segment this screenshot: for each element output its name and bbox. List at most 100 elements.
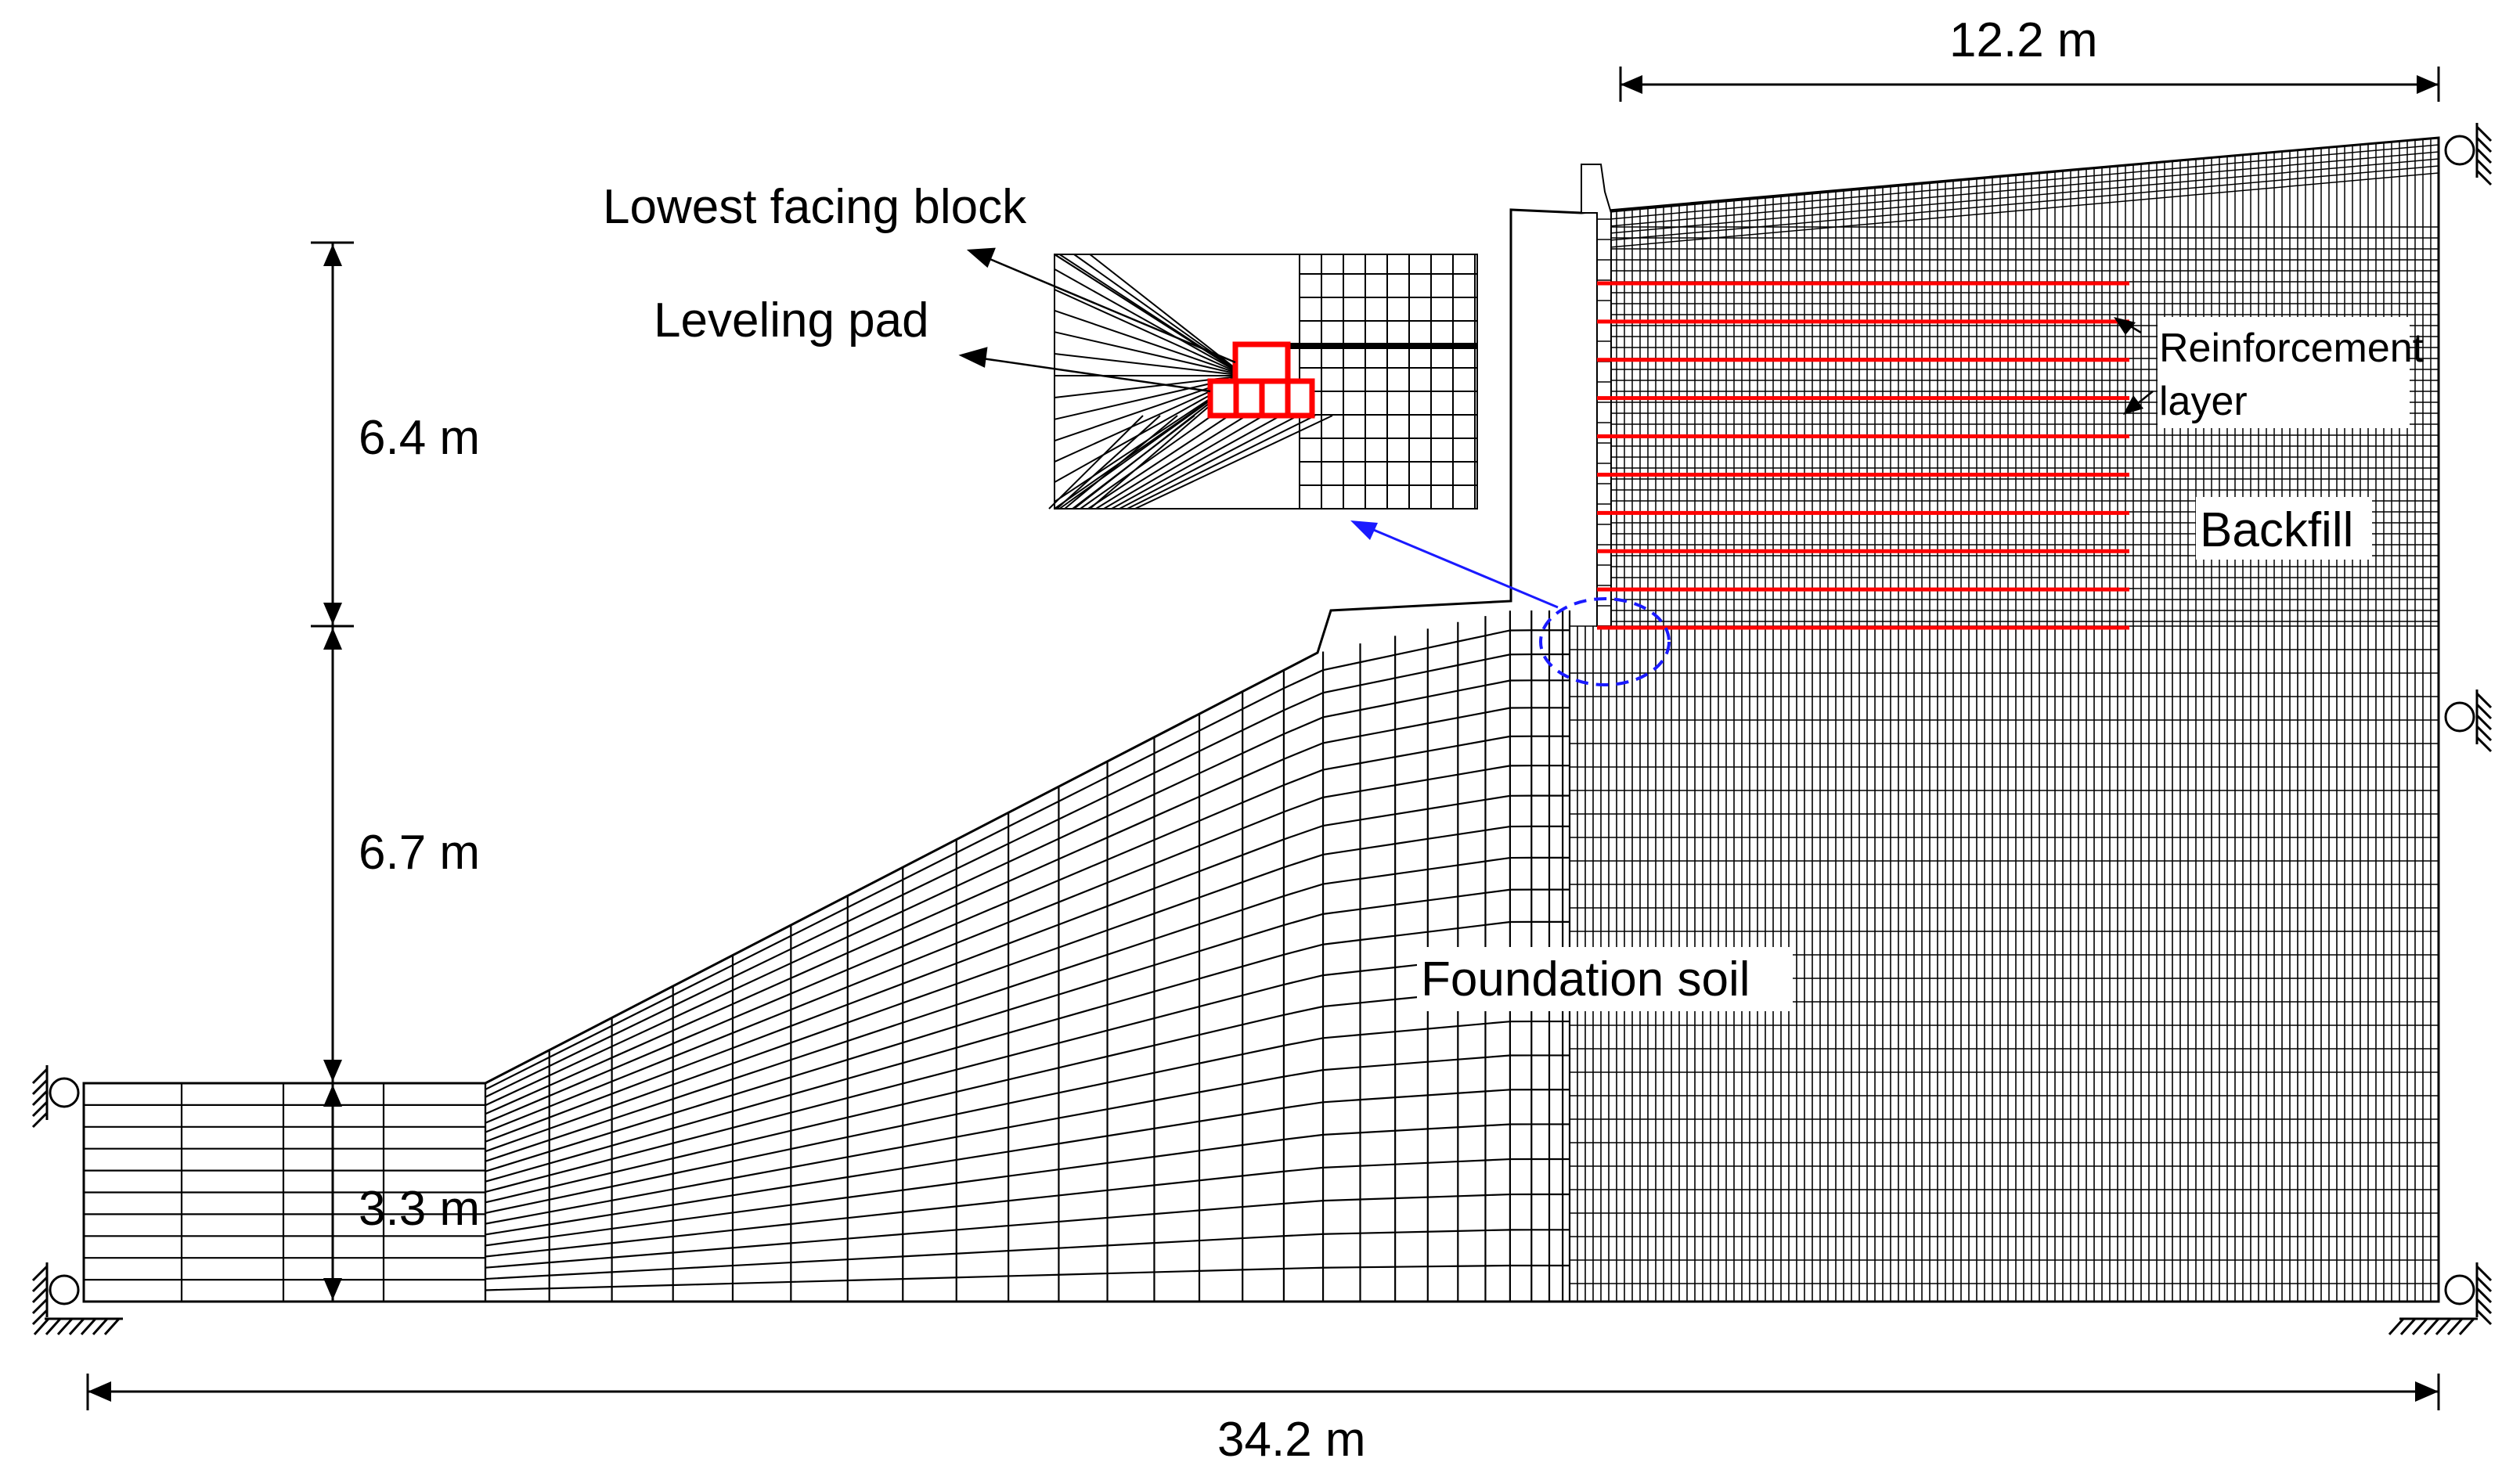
left-upper-roller-hatch bbox=[31, 1089, 49, 1107]
inset-mesh-line bbox=[1119, 415, 1299, 510]
left-lower-roller-hatch bbox=[31, 1298, 49, 1315]
inset-leveling-pad bbox=[1207, 378, 1315, 419]
dimension-total-width bbox=[86, 1374, 2440, 1410]
mesh-line bbox=[485, 629, 1570, 1090]
mesh-line bbox=[485, 653, 1570, 1098]
left-upper-roller-hatch bbox=[31, 1100, 49, 1118]
right-lower-roller-hatch bbox=[2475, 1298, 2493, 1315]
left-ground-support-hatch bbox=[45, 1317, 62, 1336]
mesh-line bbox=[485, 679, 1570, 1107]
left-ground-support-hatch bbox=[33, 1317, 50, 1336]
label-leveling-pad: Leveling pad bbox=[654, 293, 929, 347]
inset-mesh-line bbox=[1048, 415, 1144, 510]
right-middle-roller bbox=[2444, 701, 2475, 733]
right-middle-roller-hatch bbox=[2475, 692, 2493, 709]
inset-lowest-facing-block bbox=[1232, 341, 1291, 384]
mesh-line bbox=[485, 953, 1570, 1194]
right-top-roller bbox=[2444, 135, 2475, 166]
inset-mesh-line bbox=[1054, 331, 1246, 376]
right-top-roller-hatch bbox=[2475, 136, 2493, 153]
reinforcement-layers bbox=[1597, 281, 2129, 630]
inset-mesh-line bbox=[1073, 254, 1246, 376]
right-ground-support-hatch bbox=[2435, 1317, 2452, 1336]
inset-mesh-line bbox=[1064, 415, 1178, 510]
left-upper-roller-hatch bbox=[31, 1111, 49, 1129]
inset-mesh-line bbox=[1111, 415, 1282, 510]
right-ground-support-hatch bbox=[2388, 1317, 2405, 1336]
right-top-roller-hatch bbox=[2475, 125, 2493, 142]
mesh-line bbox=[485, 856, 1570, 1162]
boundary-supports bbox=[31, 123, 2493, 1336]
mesh-line bbox=[1600, 165, 2439, 242]
right-lower-roller-hatch bbox=[2475, 1276, 2493, 1293]
mesh-line bbox=[485, 765, 1570, 1133]
right-ground-support-hatch bbox=[2458, 1317, 2475, 1336]
mesh-line bbox=[485, 1123, 1570, 1247]
right-middle-roller-hatch bbox=[2475, 725, 2493, 742]
right-ground-support-hatch bbox=[2411, 1317, 2428, 1336]
left-ground-support-hatch bbox=[92, 1317, 109, 1336]
facing-column bbox=[1581, 164, 1612, 627]
mesh-line bbox=[1600, 144, 2439, 221]
detail-pointer-arrow bbox=[1365, 525, 1559, 609]
facing-blocks bbox=[1597, 218, 1611, 627]
label-bg-foundation-soil bbox=[1417, 947, 1793, 1011]
label-bg-reinforcement bbox=[2158, 317, 2410, 428]
mesh-line bbox=[485, 1229, 1570, 1280]
dimension-total-width-label: 34.2 m bbox=[1217, 1413, 1366, 1467]
left-lower-roller-hatch bbox=[31, 1309, 49, 1326]
mesh-line bbox=[485, 794, 1570, 1143]
right-top-roller-hatch bbox=[2475, 169, 2493, 186]
dimension-top-width-label: 12.2 m bbox=[1949, 13, 2098, 67]
left-ground-support-hatch bbox=[68, 1317, 85, 1336]
inset-mesh-line bbox=[1056, 415, 1161, 510]
inset-mesh-line bbox=[1054, 309, 1246, 376]
mesh-line bbox=[485, 1193, 1570, 1269]
inset-mesh-line bbox=[1103, 415, 1264, 510]
right-lower-roller bbox=[2444, 1274, 2475, 1305]
label-reinforcement-layer: layer bbox=[2159, 379, 2248, 424]
mesh-line bbox=[1600, 172, 2439, 249]
right-ground-support-hatch bbox=[2399, 1317, 2417, 1336]
right-ground-support-hatch bbox=[2423, 1317, 2440, 1336]
left-lower-roller bbox=[49, 1274, 80, 1305]
left-lower-roller-hatch bbox=[31, 1287, 49, 1304]
mesh-line bbox=[1600, 151, 2439, 228]
right-middle-roller-hatch bbox=[2475, 736, 2493, 753]
inset-mesh-line bbox=[1080, 415, 1213, 510]
left-upper-roller bbox=[49, 1077, 80, 1108]
inset-mesh-line bbox=[1087, 415, 1230, 510]
left-upper-roller-hatch bbox=[31, 1078, 49, 1096]
right-top-roller-hatch bbox=[2475, 147, 2493, 164]
mesh-line bbox=[485, 707, 1570, 1115]
inset-mesh-line bbox=[1072, 415, 1195, 510]
dimension-height-middle-label: 6.7 m bbox=[359, 826, 480, 880]
inset-mesh-line bbox=[1127, 415, 1316, 510]
mesh-line bbox=[485, 987, 1570, 1204]
right-middle-roller-hatch bbox=[2475, 714, 2493, 731]
label-bg-backfill bbox=[2196, 497, 2372, 560]
mesh-line bbox=[485, 888, 1570, 1172]
left-upper-roller-hatch bbox=[31, 1068, 49, 1085]
mesh-line bbox=[485, 1158, 1570, 1258]
right-ground-support-hatch bbox=[2446, 1317, 2464, 1336]
dimension-height-lower-label: 3.3 m bbox=[359, 1182, 480, 1236]
mesh-line bbox=[485, 1089, 1570, 1236]
label-lowest-facing-block: Lowest facing block bbox=[603, 180, 1027, 234]
detail-circle bbox=[1539, 597, 1671, 686]
label-backfill: Backfill bbox=[2200, 503, 2353, 557]
left-ground-support-hatch bbox=[103, 1317, 121, 1336]
model-outline bbox=[82, 136, 2440, 1303]
mesh-line bbox=[485, 825, 1570, 1153]
left-lower-roller-hatch bbox=[31, 1276, 49, 1293]
mesh-line bbox=[1600, 158, 2439, 235]
inset-mesh-line bbox=[1054, 289, 1246, 376]
inset-mesh-line bbox=[1058, 254, 1246, 376]
mesh-line bbox=[485, 1054, 1570, 1225]
dimension-height-upper-label: 6.4 m bbox=[359, 411, 480, 465]
left-lower-roller-hatch bbox=[31, 1265, 49, 1282]
mesh-line bbox=[485, 1264, 1570, 1291]
foundation-slope-mesh bbox=[484, 610, 1571, 1302]
right-lower-roller-hatch bbox=[2475, 1309, 2493, 1326]
